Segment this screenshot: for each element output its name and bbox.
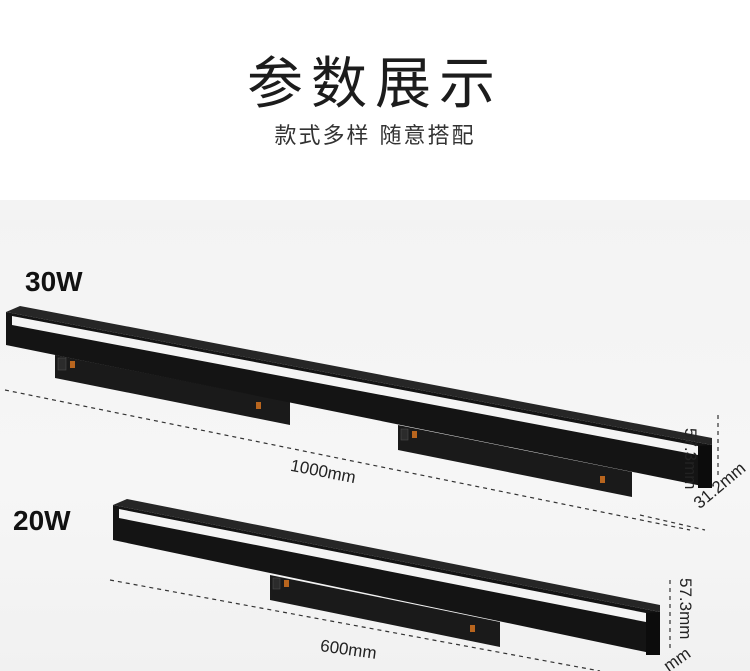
height-label-30w: 57.3mm [681,428,700,490]
lamp-illustration [4,306,719,671]
lamp-diffuser [119,509,646,622]
connector-contact-icon [256,402,261,409]
lamp-30w-image [4,306,719,531]
page-subtitle: 款式多样 随意搭配 [274,124,476,149]
product-showcase: 30W 1000mm 57.3mm 31.2mm 20W 600mm 57.3m… [0,200,750,671]
lamp-diffuser [12,316,698,455]
connector-contact-icon [70,361,75,368]
connector-icon [272,577,281,590]
connector-contact-icon [412,431,417,438]
power-label-20w: 20W [13,505,71,536]
power-label-30w: 30W [25,266,83,297]
height-label-20w: 57.3mm [676,578,695,640]
lamp-20w-image [109,499,671,671]
connector-contact-icon [284,580,289,587]
connector-contact-icon [600,476,605,483]
header-section: 参数展示 款式多样 随意搭配 [0,0,750,200]
connector-icon [400,428,409,441]
connector-icon [57,357,67,371]
width-dimension-line [639,514,706,531]
connector-contact-icon [470,625,475,632]
length-dimension-line [109,579,601,671]
page-title: 参数展示 [247,52,503,117]
